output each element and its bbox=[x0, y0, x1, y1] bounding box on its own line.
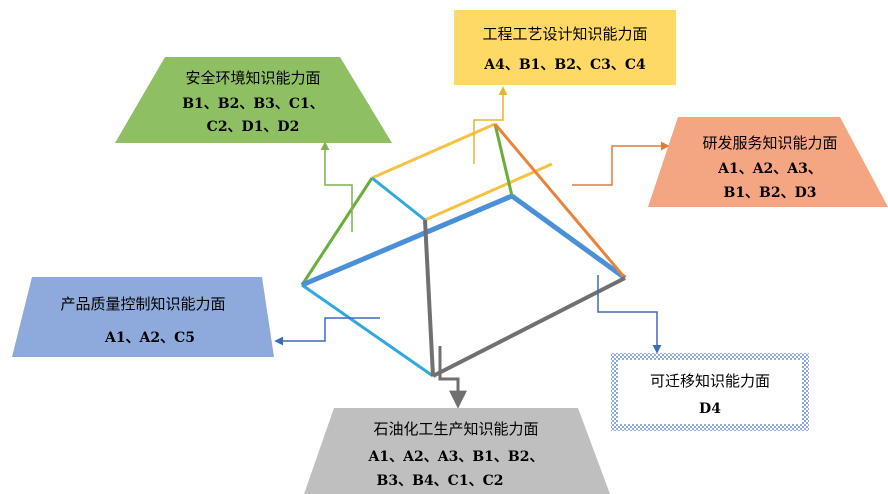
facet-lower-right-title: 可迁移知识能力面 bbox=[650, 372, 770, 390]
edge-blue-front bbox=[301, 193, 513, 288]
edge-blue-right bbox=[510, 193, 627, 281]
facet-right-items-line1: A1、A2、A3、 bbox=[717, 161, 822, 177]
facet-top-title: 工程工艺设计知识能力面 bbox=[482, 25, 647, 43]
facet-lower-right-box bbox=[618, 360, 802, 424]
edge-gray-bottom bbox=[432, 276, 626, 378]
connector-arrows bbox=[274, 86, 670, 409]
arrow-to-top bbox=[473, 86, 508, 164]
edge-top-front bbox=[424, 162, 553, 222]
facet-left-title: 产品质量控制知识能力面 bbox=[60, 295, 225, 313]
arrow-to-lower-right bbox=[597, 275, 662, 354]
facet-upper-left-items-line1: B1、B2、B3、C1、 bbox=[182, 96, 324, 112]
facet-lower-right: 可迁移知识能力面 D4 bbox=[611, 353, 809, 431]
facet-bottom-shape bbox=[304, 408, 610, 494]
facet-left-shape bbox=[12, 277, 274, 357]
facet-upper-left-title: 安全环境知识能力面 bbox=[185, 69, 320, 87]
facet-top-items: A4、B1、B2、C3、C4 bbox=[483, 57, 646, 73]
facet-bottom-items-line1: A1、A2、A3、B1、B2、 bbox=[368, 449, 544, 465]
edge-left-top bbox=[300, 177, 374, 286]
facet-bottom: 石油化工生产知识能力面 A1、A2、A3、B1、B2、 B3、B4、C1、C2 bbox=[304, 408, 610, 494]
facet-top: 工程工艺设计知识能力面 A4、B1、B2、C3、C4 bbox=[454, 10, 676, 85]
facet-right: 研发服务知识能力面 A1、A2、A3、 B1、B2、D3 bbox=[648, 117, 888, 207]
facet-left-items: A1、A2、C5 bbox=[104, 330, 195, 346]
arrow-to-left bbox=[274, 317, 380, 346]
facet-bottom-title: 石油化工生产知识能力面 bbox=[373, 420, 538, 438]
edge-orange bbox=[493, 123, 627, 279]
edge-gray-vertical bbox=[423, 219, 435, 377]
facet-right-title: 研发服务知识能力面 bbox=[702, 134, 837, 152]
edge-cyan-left bbox=[301, 283, 434, 378]
facet-bottom-items-line2: B3、B4、C1、C2 bbox=[377, 473, 504, 489]
edge-ridge-green bbox=[493, 123, 514, 197]
arrow-to-upper-left bbox=[320, 141, 353, 232]
arrow-to-bottom bbox=[438, 346, 467, 409]
polyhedron bbox=[300, 122, 627, 378]
edge-top-back bbox=[371, 122, 496, 180]
facet-right-items-line2: B1、B2、D3 bbox=[723, 185, 816, 201]
facet-lower-right-items: D4 bbox=[699, 401, 721, 417]
arrow-to-right bbox=[572, 141, 670, 186]
facet-upper-left: 安全环境知识能力面 B1、B2、B3、C1、 C2、D1、D2 bbox=[115, 57, 392, 143]
edge-cyan-top bbox=[371, 176, 426, 222]
facet-upper-left-items-line2: C2、D1、D2 bbox=[207, 119, 300, 135]
facet-upper-left-shape bbox=[115, 57, 392, 143]
facet-left: 产品质量控制知识能力面 A1、A2、C5 bbox=[12, 277, 274, 357]
facet-top-box bbox=[454, 10, 676, 85]
facet-right-shape bbox=[648, 117, 888, 207]
